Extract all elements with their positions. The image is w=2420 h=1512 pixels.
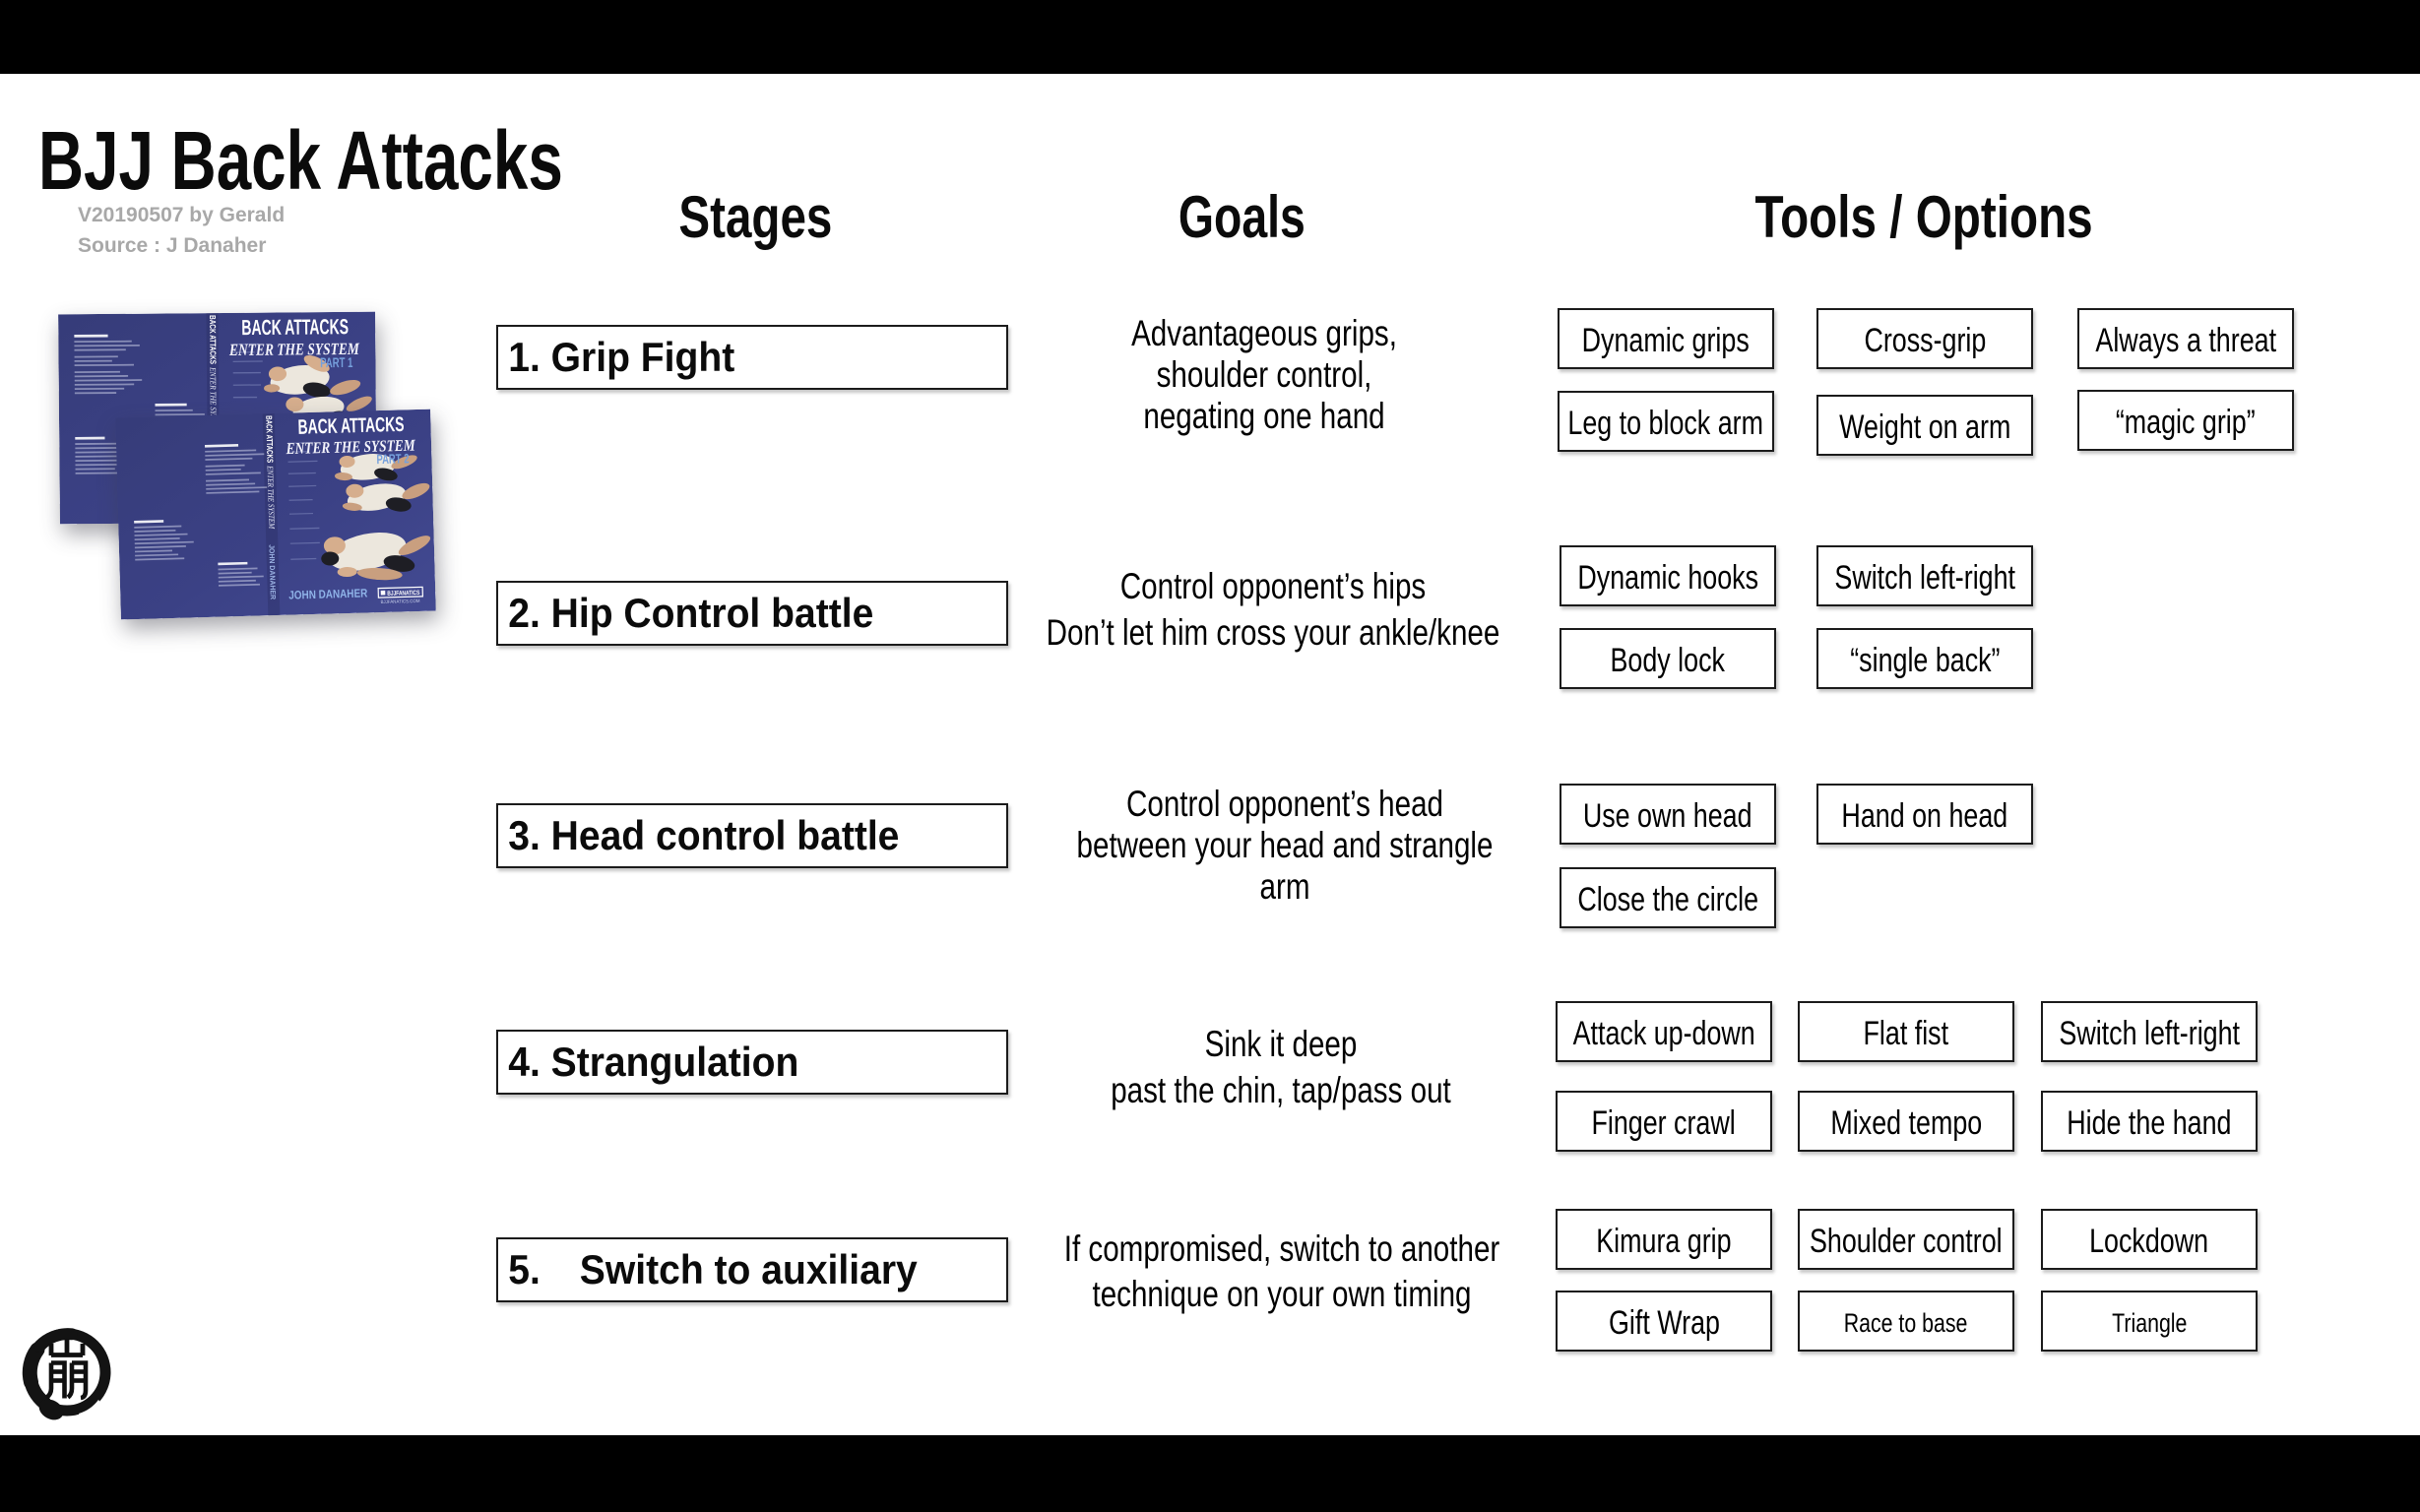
svg-text:BJJFANATICS.COM: BJJFANATICS.COM — [380, 598, 419, 605]
svg-text:BJJFANATICS: BJJFANATICS — [387, 590, 420, 598]
svg-text:JOHN DANAHER: JOHN DANAHER — [267, 544, 278, 600]
svg-text:PART 1: PART 1 — [320, 355, 353, 371]
svg-text:JOHN DANAHER: JOHN DANAHER — [288, 586, 368, 601]
svg-text:ENTER THE SYSTEM: ENTER THE SYSTEM — [228, 340, 360, 359]
svg-text:ENTER THE SYSTEM: ENTER THE SYSTEM — [266, 465, 277, 530]
svg-text:ENTER THE SYSTEM: ENTER THE SYSTEM — [286, 435, 416, 458]
svg-text:PART 2: PART 2 — [376, 451, 409, 467]
svg-text:BACK ATTACKS: BACK ATTACKS — [208, 315, 218, 364]
svg-text:BACK ATTACKS: BACK ATTACKS — [297, 413, 405, 439]
svg-text:BACK ATTACKS: BACK ATTACKS — [264, 415, 275, 463]
svg-text:ENTER THE SYSTEM: ENTER THE SYSTEM — [209, 366, 219, 433]
svg-text:BACK ATTACKS: BACK ATTACKS — [241, 315, 349, 340]
